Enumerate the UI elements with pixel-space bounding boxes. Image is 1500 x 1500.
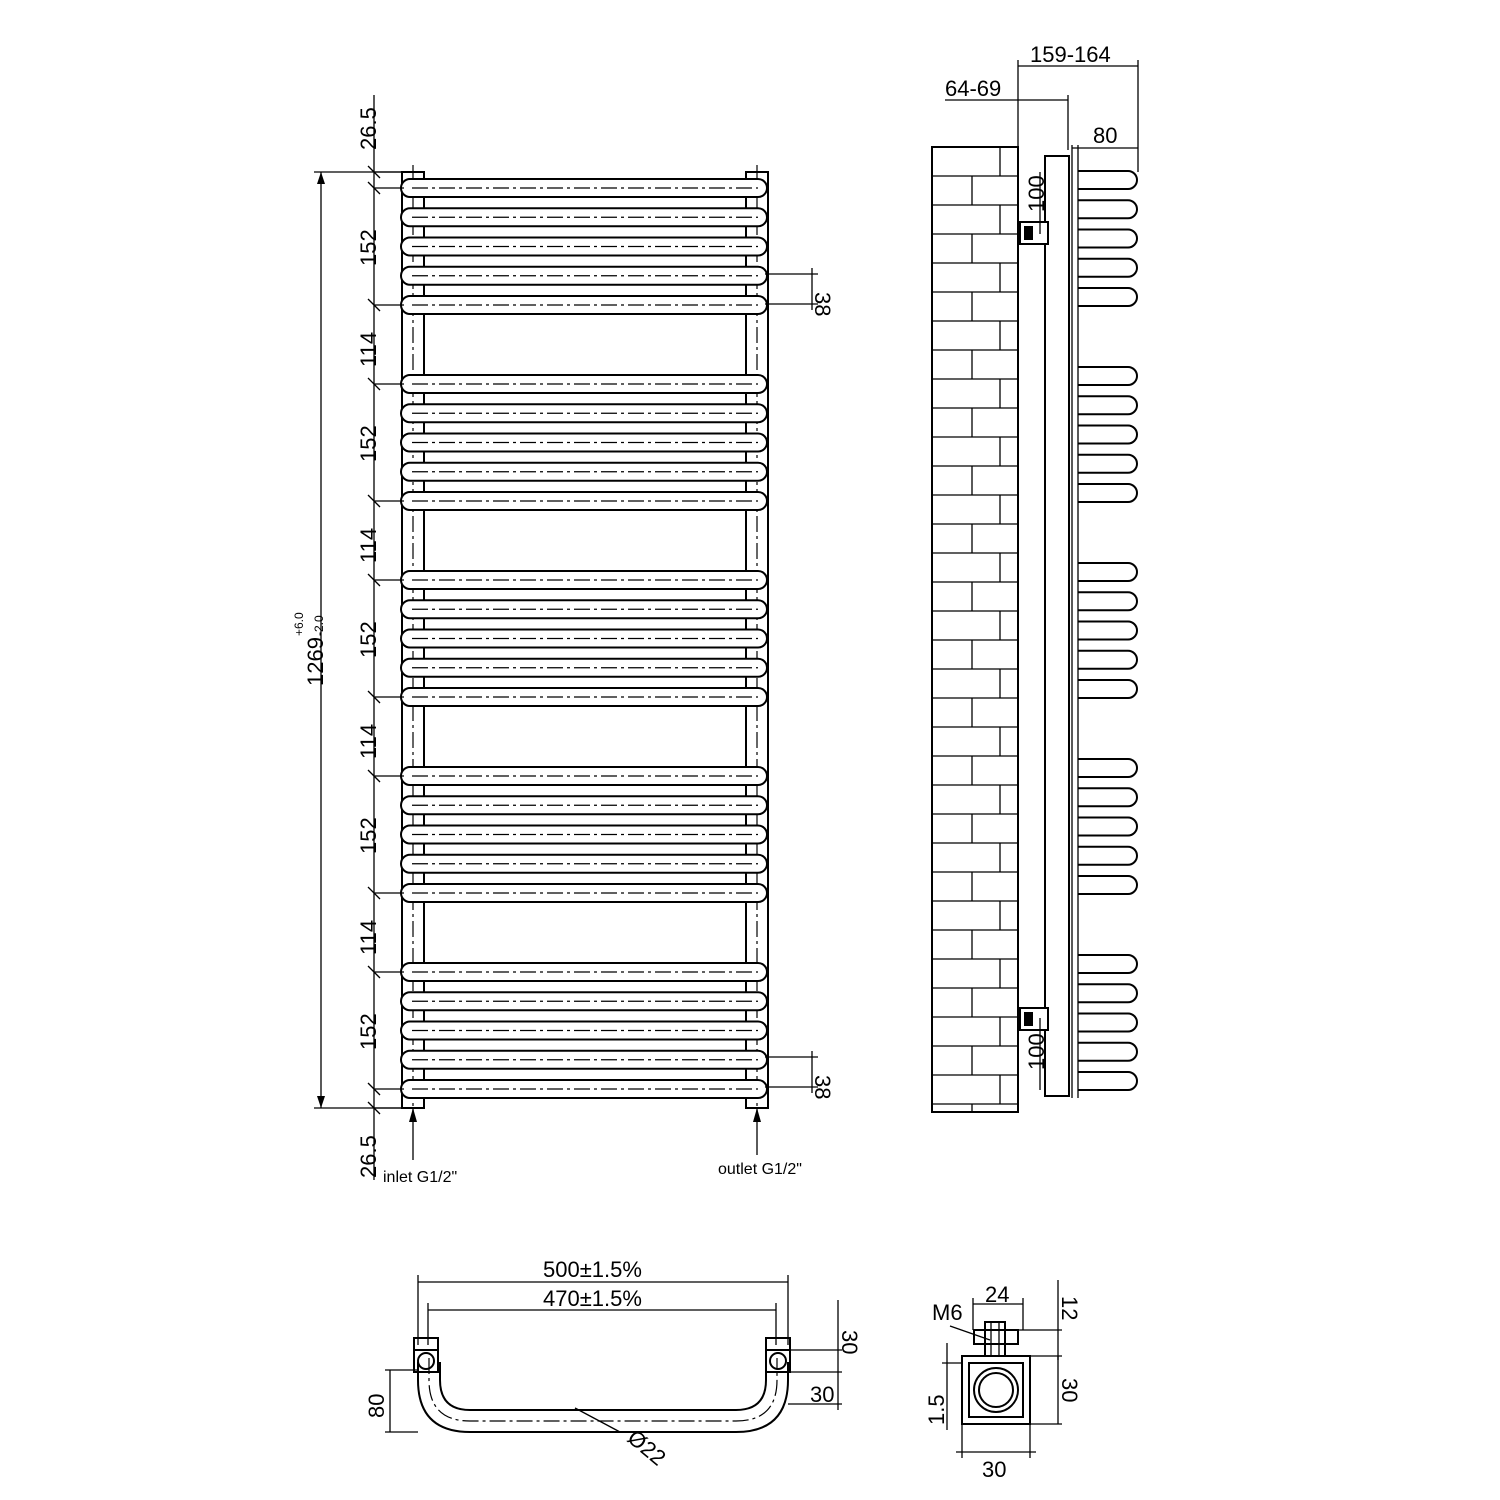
side-bar	[1078, 1071, 1138, 1091]
arrow	[317, 172, 325, 184]
thread-leader	[949, 1325, 991, 1341]
outlet-label: outlet G1/2"	[718, 1161, 802, 1178]
width-outer-label: 500±1.5%	[543, 1257, 642, 1282]
depth-total-label: 159-164	[1030, 42, 1111, 67]
bracket-thread: M6	[932, 1300, 963, 1325]
tube-dia-bottom: 38	[810, 1075, 835, 1099]
side-view: 159-164 64-69 80 100 100	[931, 42, 1139, 1113]
gap-label: 114	[356, 332, 381, 367]
side-bar	[1078, 287, 1138, 307]
side-bar	[1078, 983, 1138, 1004]
bracket-width: 30	[982, 1457, 1006, 1482]
total-height-label: 1269	[303, 637, 328, 686]
side-bar	[1078, 875, 1138, 895]
side-bar	[1078, 228, 1138, 249]
bracket-ring-inner	[978, 1372, 1014, 1408]
bracket-top-label: 100	[1024, 175, 1049, 212]
pitch-label: 152	[356, 229, 381, 266]
arrow	[753, 1108, 761, 1122]
gap-label: 114	[356, 528, 381, 563]
side-bar	[1078, 649, 1138, 670]
offset-b-label: 30	[810, 1382, 834, 1407]
bracket-inner	[968, 1362, 1024, 1418]
bracket-detail: 24 M6 12 30 1.5 30	[924, 1280, 1082, 1482]
side-bar	[1078, 483, 1138, 503]
side-bar	[1078, 453, 1138, 474]
gap-label: 114	[356, 724, 381, 759]
arrow	[409, 1108, 417, 1122]
side-bar	[1078, 424, 1138, 445]
chain-ticks	[367, 165, 404, 1115]
tolerance-plus: +6.0	[292, 612, 306, 636]
bracket-bottom-label: 100	[1024, 1033, 1049, 1070]
inlet-label: inlet G1/2"	[383, 1169, 457, 1186]
right-fitting-cap	[765, 1337, 791, 1351]
side-bars	[1078, 170, 1138, 1091]
bar-depth-label: 80	[1093, 123, 1117, 148]
arrow	[317, 1096, 325, 1108]
side-bar	[1078, 845, 1138, 866]
pitch-label: 152	[356, 817, 381, 854]
top-offset-label: 26.5	[356, 107, 381, 150]
left-fitting	[413, 1349, 439, 1373]
right-fitting-hole	[769, 1352, 787, 1370]
pitch-label: 152	[356, 425, 381, 462]
tolerance-minus: -2.0	[312, 615, 326, 636]
side-bar	[1078, 787, 1138, 808]
side-bar	[1078, 366, 1138, 386]
tube-dia-top: 38	[810, 292, 835, 316]
side-bar	[1078, 1041, 1138, 1062]
side-bar	[1078, 1012, 1138, 1033]
right-fitting	[765, 1349, 791, 1373]
bracket-block	[1024, 226, 1033, 240]
side-bar	[1078, 954, 1138, 974]
width-inner-label: 470±1.5%	[543, 1286, 642, 1311]
side-bar	[1078, 199, 1138, 220]
depth-label: 80	[364, 1394, 389, 1418]
bottom-offset-label: 26.5	[356, 1135, 381, 1178]
bracket-height: 30	[1057, 1378, 1082, 1402]
side-bar	[1078, 562, 1138, 582]
pitch-label: 152	[356, 621, 381, 658]
wall-offset-label: 64-69	[945, 76, 1001, 101]
u-bar-axis	[428, 1358, 778, 1422]
wall-outline	[931, 146, 1019, 1113]
pitch-label: 152	[356, 1013, 381, 1050]
offset-a-label: 30	[837, 1330, 862, 1354]
bracket-screw	[984, 1321, 1006, 1357]
side-bar	[1078, 679, 1138, 699]
side-bar	[1078, 620, 1138, 641]
bracket-thickness: 1.5	[924, 1394, 949, 1425]
towel-bars	[400, 178, 768, 1099]
side-bar	[1078, 257, 1138, 278]
side-bar	[1078, 395, 1138, 416]
side-bar	[1078, 591, 1138, 612]
bracket-height-top: 12	[1057, 1296, 1082, 1320]
diameter-leader	[574, 1407, 621, 1433]
bracket-ring-outer	[973, 1367, 1019, 1413]
brick-wall	[931, 146, 1019, 1113]
side-bar	[1078, 170, 1138, 190]
left-fitting-hole	[417, 1352, 435, 1370]
front-view: 1269 +6.0 -2.0 26.5 26.5 152 152 152 152…	[292, 95, 835, 1186]
bracket-body	[961, 1355, 1031, 1425]
side-bar	[1078, 758, 1138, 778]
bracket-top-plate	[973, 1329, 1019, 1345]
gap-label: 114	[356, 920, 381, 955]
side-bar	[1078, 816, 1138, 837]
top-view: 500±1.5% 470±1.5% 80 30 30 Ø22	[364, 1257, 862, 1471]
bracket-width-top: 24	[985, 1282, 1009, 1307]
side-collector	[1044, 155, 1070, 1097]
u-bar-inner	[439, 1362, 767, 1411]
u-bar-outer	[417, 1362, 789, 1433]
bracket-block	[1024, 1012, 1033, 1026]
